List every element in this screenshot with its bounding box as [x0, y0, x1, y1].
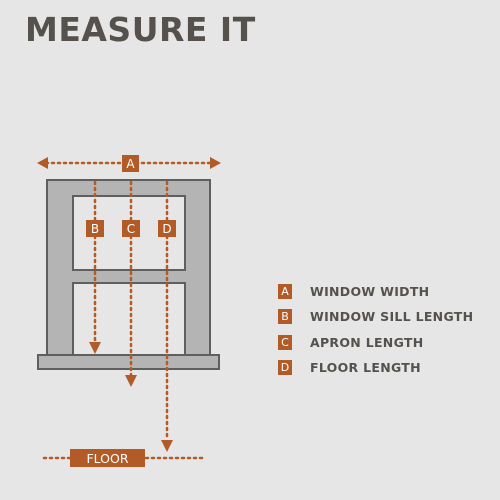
- legend-item: B WINDOW SILL LENGTH: [278, 308, 473, 326]
- marker-a-box: [122, 155, 139, 172]
- floor-label-box: [70, 449, 145, 467]
- marker-a-text: A: [126, 157, 135, 171]
- legend-item: C APRON LENGTH: [278, 333, 473, 351]
- page-title: MEASURE IT: [25, 10, 256, 49]
- legend-key: D: [278, 360, 292, 375]
- floor-arrow-head: [161, 440, 173, 452]
- legend-key: A: [278, 283, 292, 299]
- legend-key: C: [278, 334, 292, 350]
- legend-item: D FLOOR LENGTH: [278, 359, 473, 377]
- width-arrow-left-head: [37, 157, 48, 169]
- legend-key: B: [278, 309, 292, 324]
- sill-arrow-head: [89, 342, 101, 354]
- marker-d-box: [158, 220, 176, 237]
- marker-d-text: D: [162, 222, 171, 236]
- legend-label: WINDOW WIDTH: [310, 283, 430, 299]
- marker-c-text: C: [127, 222, 135, 236]
- legend-label: APRON LENGTH: [310, 334, 424, 350]
- marker-b-text: B: [91, 222, 99, 236]
- marker-b-box: [86, 220, 104, 237]
- legend: A WINDOW WIDTH B WINDOW SILL LENGTH C AP…: [278, 282, 473, 384]
- apron-arrow-head: [125, 375, 137, 387]
- legend-label: FLOOR LENGTH: [310, 360, 421, 375]
- marker-c-box: [122, 220, 140, 237]
- legend-label: WINDOW SILL LENGTH: [310, 309, 474, 324]
- width-arrow-right-head: [210, 157, 221, 169]
- floor-label-text: FLOOR: [86, 451, 128, 466]
- window-sill: [37, 354, 220, 370]
- legend-item: A WINDOW WIDTH: [278, 282, 473, 300]
